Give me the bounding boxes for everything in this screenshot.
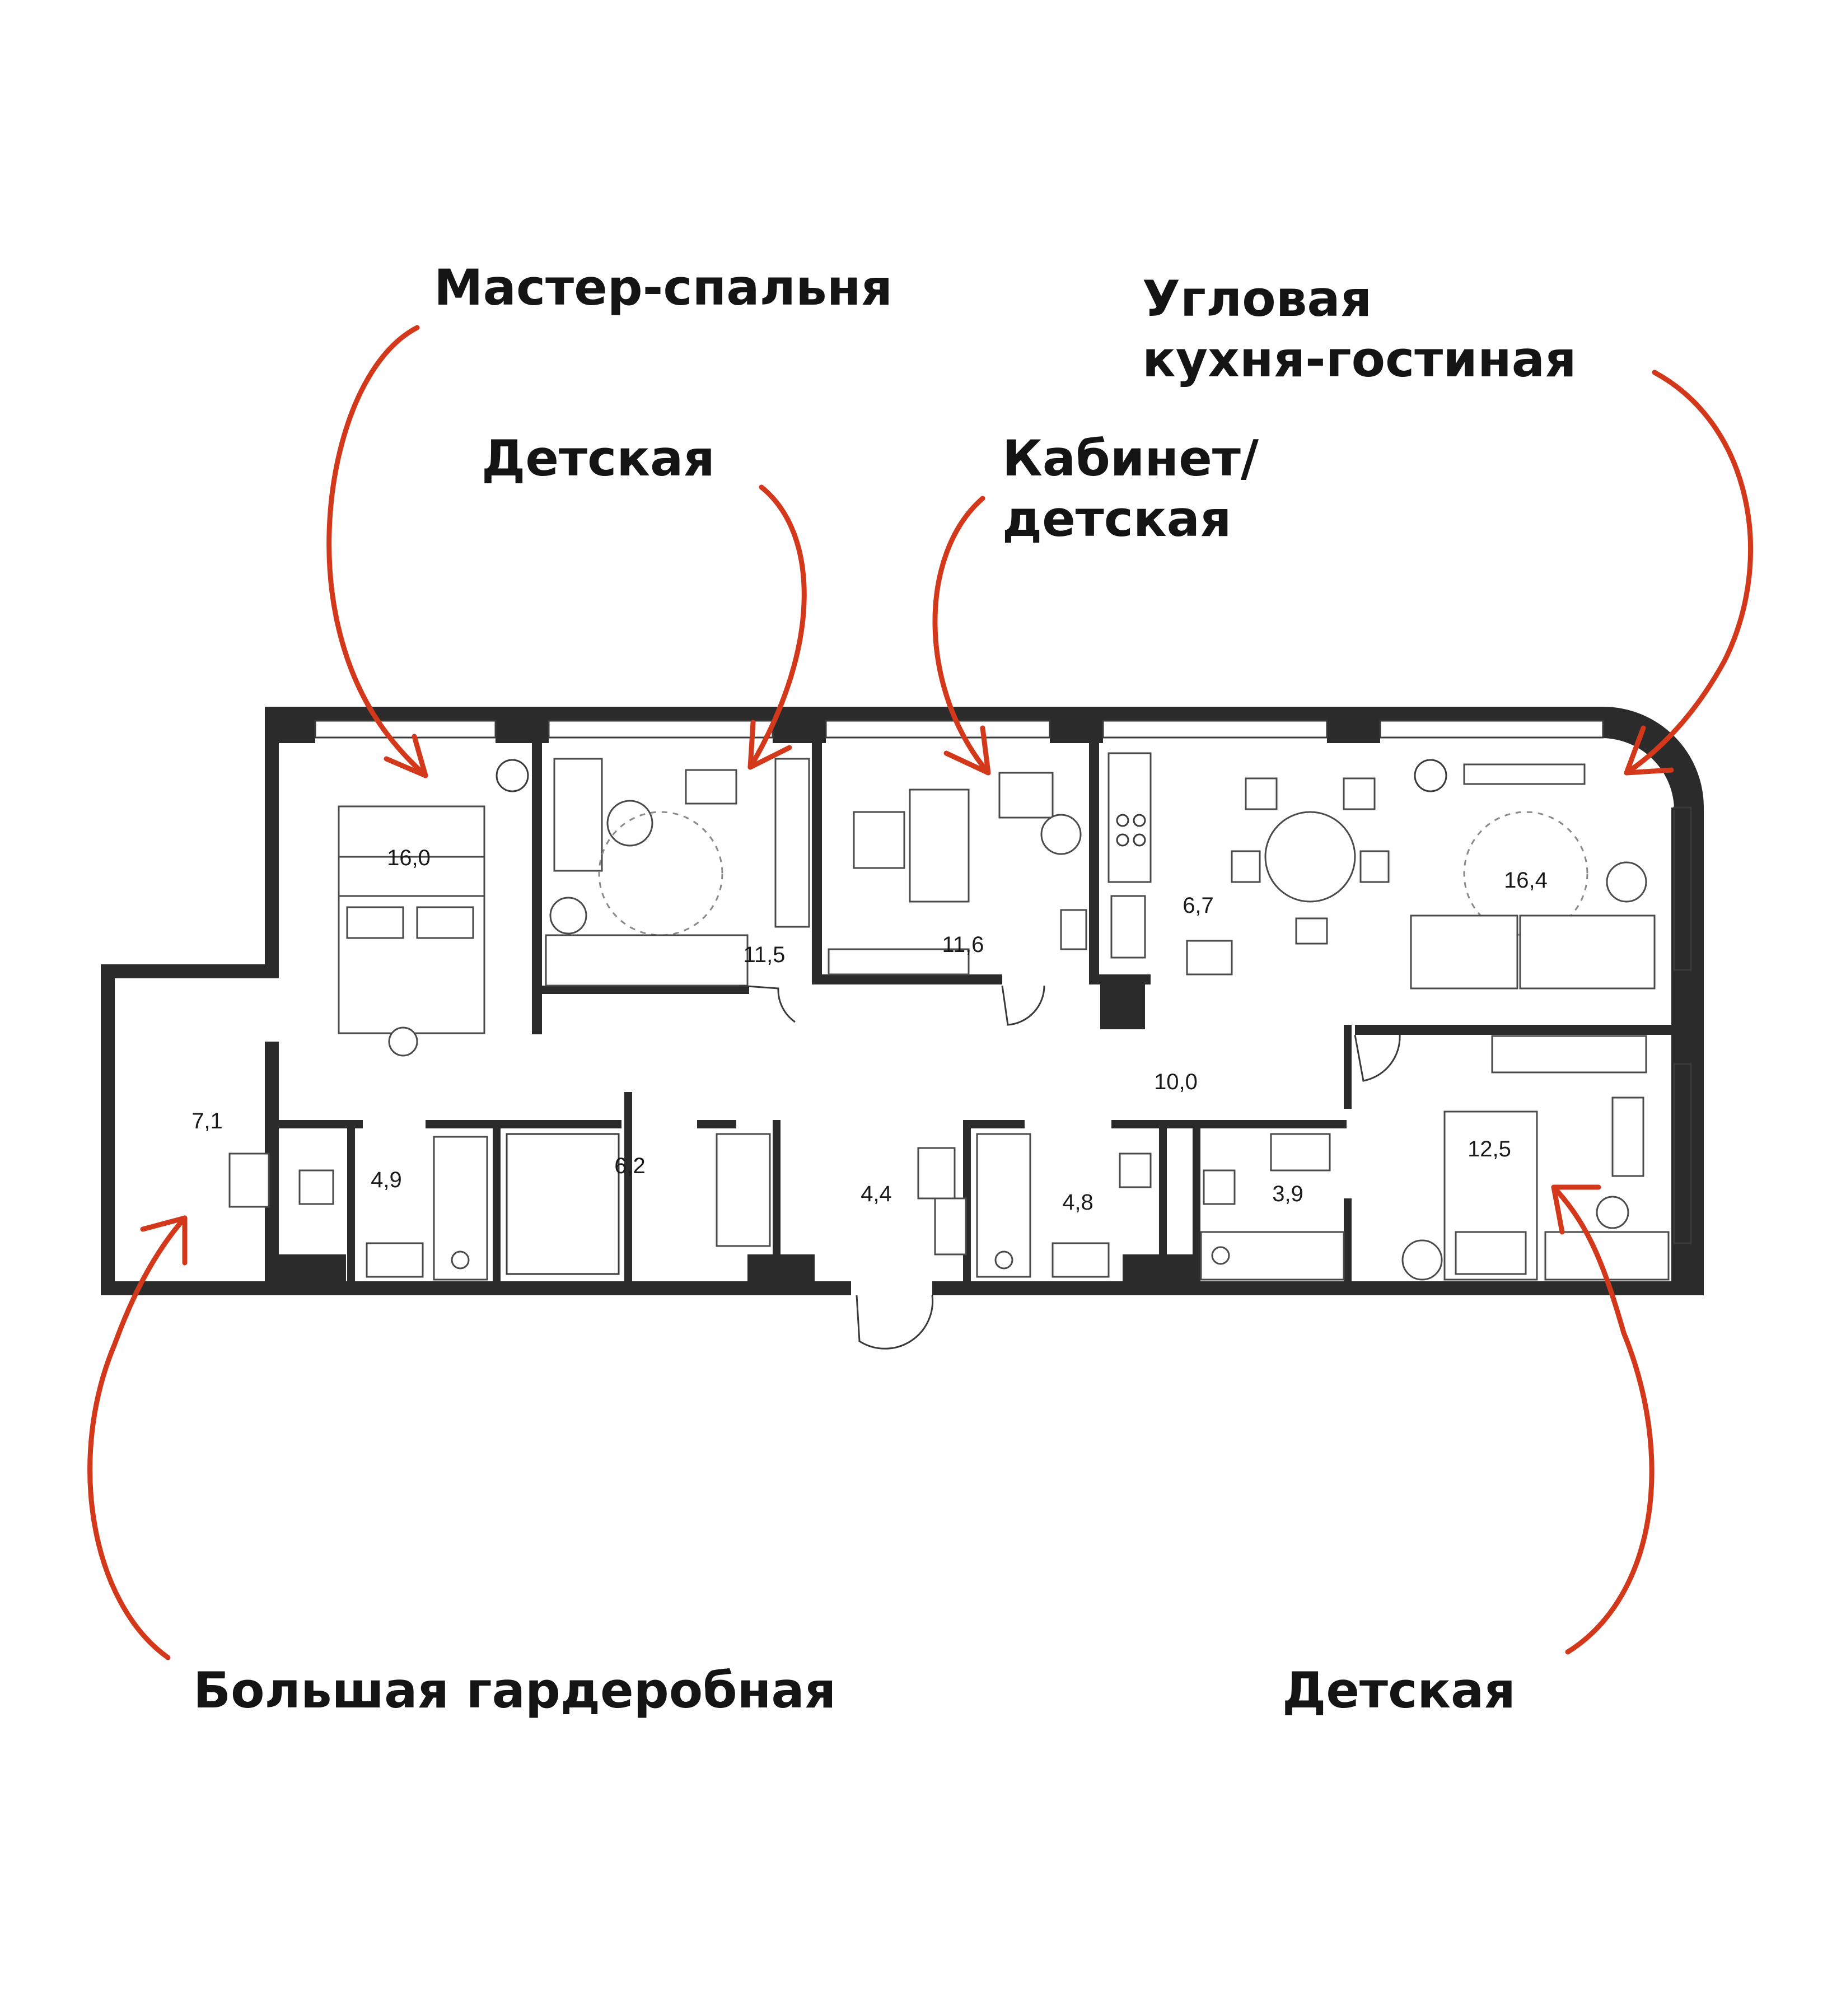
- room-labels: 16,0 11,5 11,6 6,7 16,4 10,0 7,1 4,9 6,2…: [191, 846, 1548, 1215]
- area-study: 11,6: [942, 932, 984, 957]
- callout-kids-room-bottom: Детская: [1282, 1662, 1516, 1719]
- callout-kids-room-top: Детская: [482, 430, 715, 487]
- arrow-study: [932, 496, 991, 776]
- area-kids-room-1: 11,5: [744, 942, 786, 967]
- area-entrance: 4,4: [861, 1182, 892, 1206]
- arrow-master-bedroom: [326, 325, 428, 778]
- area-kitchen: 6,7: [1183, 893, 1214, 918]
- area-bathroom-2: 4,8: [1062, 1190, 1093, 1215]
- area-living-room: 16,4: [1504, 868, 1548, 893]
- area-walk-in-closet: 7,1: [191, 1109, 223, 1133]
- interior-walls: [265, 743, 1671, 1288]
- furniture: [228, 752, 1670, 1281]
- callout-arrows: [87, 325, 1754, 1660]
- arrow-kids-room-top: [747, 484, 807, 770]
- area-kids-room-2: 12,5: [1468, 1137, 1511, 1161]
- arrow-kids-room-bottom: [1551, 1184, 1655, 1655]
- area-master-bedroom: 16,0: [387, 846, 431, 870]
- arrow-kitchen-living: [1624, 370, 1754, 776]
- callout-kitchen-living: Угловая кухня-гостиная: [1142, 270, 1577, 388]
- callout-master-bedroom: Мастер-спальня: [434, 259, 893, 316]
- callout-study: Кабинет/ детская: [1002, 430, 1259, 548]
- area-bathroom-3: 3,9: [1272, 1182, 1303, 1206]
- area-dressing-room: 6,2: [614, 1154, 646, 1178]
- arrow-walk-in-closet: [87, 1215, 188, 1660]
- area-hall: 10,0: [1154, 1070, 1198, 1094]
- area-bathroom-1: 4,9: [371, 1168, 402, 1192]
- callout-walk-in-closet: Большая гардеробная: [193, 1662, 836, 1719]
- doors: [739, 984, 1401, 1350]
